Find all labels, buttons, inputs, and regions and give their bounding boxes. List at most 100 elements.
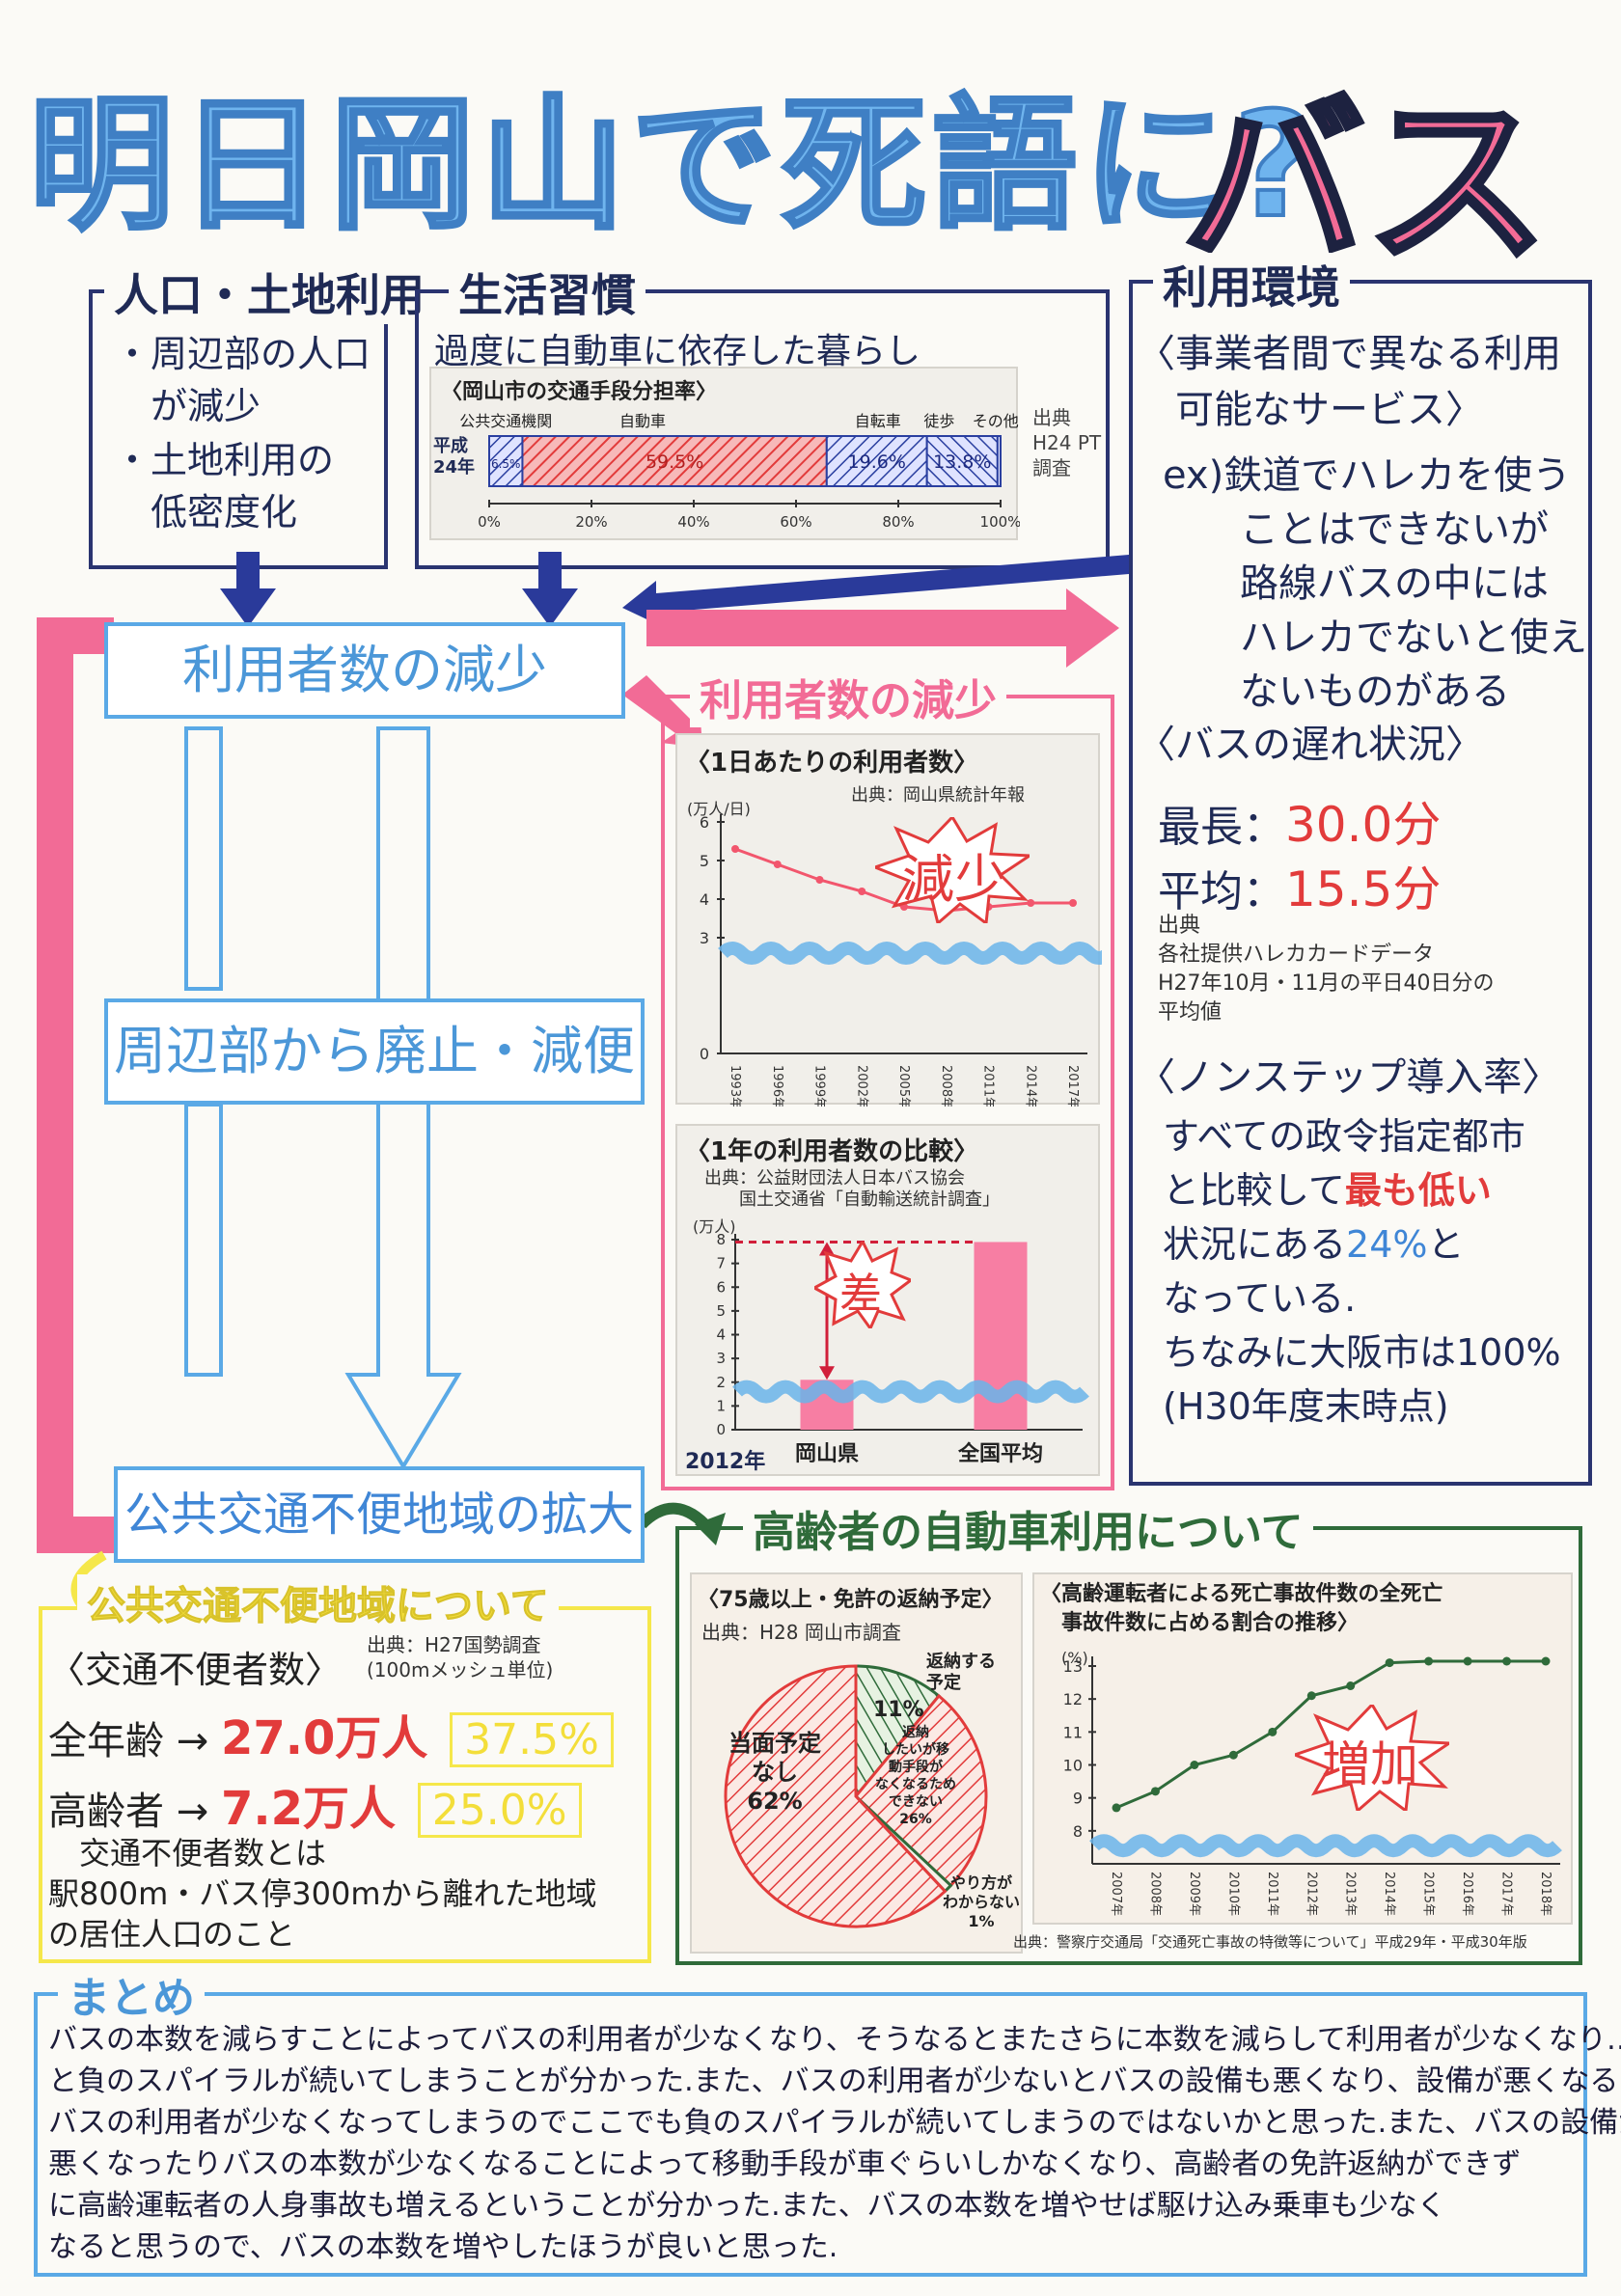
fatal-accident-point: [1346, 1681, 1356, 1690]
fatal-accident-point: [1502, 1656, 1512, 1666]
modal-share-tick-label: 80%: [882, 513, 914, 531]
environment-panel: [1129, 280, 1592, 1486]
annual-ridership-y-tick-label: 7: [716, 1255, 726, 1272]
nonstep-line-5: ちなみに大阪市は100%: [1163, 1331, 1561, 1374]
ridership-caption: 利用者数の減少: [690, 666, 1006, 727]
title-main: 明日岡山で死語に?: [27, 80, 1324, 252]
annual-ridership-unit: (万人): [693, 1217, 736, 1236]
daily-ridership-point: [1027, 899, 1035, 907]
fatal-accident-x-tick-label: 2009年: [1187, 1872, 1201, 1916]
annual-ridership-y-tick-label: 5: [716, 1302, 726, 1320]
daily-ridership-stamp: 減少: [870, 814, 1034, 926]
annual-ridership-y-tick-label: 2: [716, 1374, 726, 1391]
row-all-pct: 37.5%: [450, 1712, 614, 1767]
license-return-slice: [853, 1693, 988, 1888]
row-elderly-value: 7.2万人: [220, 1782, 396, 1836]
modal-share-tick-label: 60%: [780, 513, 811, 531]
fatal-accident-source: 出典：警察庁交通局「交通死亡事故の特徴等について」平成29年・平成30年版: [1013, 1933, 1527, 1951]
annual-ridership-category-label: 岡山県: [795, 1442, 859, 1466]
modal-share-chart-panel: 〈岡山市の交通手段分担率〉 0%20%40%60%80%100% 6.5%59.…: [429, 367, 1020, 540]
daily-ridership-y-tick-label: 6: [700, 813, 709, 832]
nonstep-line-1: すべての政令指定都市: [1163, 1115, 1525, 1158]
daily-ridership-point: [815, 876, 824, 884]
inconvenient-definition: 交通不便者数とは 駅800m・バス停300mから離れた地域 の居住人口のこと: [48, 1835, 597, 1953]
daily-ridership-y-tick-label: 0: [700, 1045, 709, 1063]
fatal-accident-x-tick-label: 2018年: [1538, 1872, 1552, 1916]
modal-share-tick-label: 20%: [575, 513, 607, 531]
summary-line-6: なると思うので、バスの本数を増やしたほうが良いと思った.: [48, 2230, 838, 2264]
modal-share-segment: [925, 435, 999, 487]
license-return-pie: [724, 1664, 988, 1928]
delay-longest: 最長：30.0分: [1158, 786, 1441, 856]
annual-ridership-chart: (万人)012345678岡山県全国平均: [693, 1217, 1089, 1466]
annual-ridership-y-tick-label: 1: [716, 1397, 726, 1414]
nonstep-line-6: (H30年度末時点): [1163, 1385, 1449, 1428]
inconvenient-heading: 〈交通不便者数〉: [48, 1649, 343, 1691]
daily-ridership-x-tick-label: 2005年: [896, 1065, 911, 1107]
arrow-population-down: [220, 552, 276, 627]
summary-line-1: バスの本数を減らすことによってバスの利用者が少なくなり、そうなるとまたさらに本数…: [48, 2023, 1621, 2057]
annual-ridership-y-tick-label: 6: [716, 1278, 726, 1296]
pie-label-unknown: やり方が わからない 1%: [943, 1873, 1021, 1930]
daily-ridership-x-tick-label: 2011年: [981, 1065, 996, 1107]
burst-icon: [1290, 1702, 1454, 1814]
hollow-arrow-left: [184, 726, 223, 1377]
fatal-accident-point: [1385, 1658, 1394, 1668]
delay-longest-value: 30.0分: [1285, 797, 1442, 853]
delay-average-value: 15.5分: [1285, 861, 1442, 917]
row-all-value: 27.0万人: [220, 1711, 428, 1765]
fatal-accident-point: [1424, 1656, 1434, 1666]
fatal-accident-point: [1463, 1656, 1472, 1666]
daily-ridership-x-tick-label: 2017年: [1065, 1065, 1080, 1107]
modal-share-value-label: 19.6%: [848, 451, 906, 473]
fatal-accident-x-tick-label: 2008年: [1147, 1872, 1162, 1916]
summary-line-3: バスの利用者が少なくなってしまうのでここでも負のスパイラルが続いてしまうのではな…: [48, 2106, 1621, 2140]
modal-share-segment-label: 公共交通機関: [459, 412, 552, 430]
license-return-source: 出典：H28 岡山市調査: [701, 1621, 901, 1644]
fatal-accident-x-tick-label: 2010年: [1225, 1872, 1240, 1916]
fatal-accident-wave: [1089, 1834, 1562, 1858]
daily-ridership-y-tick-label: 5: [700, 852, 709, 870]
modal-share-segment-label: 自転車: [855, 412, 901, 430]
daily-ridership-point: [858, 888, 866, 895]
burst-icon: [870, 814, 1034, 926]
daily-ridership-y-tick-label: 3: [700, 929, 709, 947]
modal-share-title: 〈岡山市の交通手段分担率〉: [441, 380, 718, 404]
daily-ridership-point: [1069, 899, 1077, 907]
lifestyle-caption: 生活習慣: [449, 260, 646, 324]
summary-line-4: 悪くなったりバスの本数が少なくなることによって移動手段が車ぐらいしかなくなり、高…: [48, 2147, 1522, 2181]
summary-panel: [34, 1992, 1587, 2277]
nonstep-rate: 24%: [1346, 1223, 1428, 1266]
daily-ridership-x-tick-label: 2014年: [1023, 1065, 1037, 1107]
page-title: 明日岡山で死語に? バス: [27, 39, 1611, 292]
annual-ridership-arrow-head: [819, 1366, 835, 1380]
fatal-accident-y-tick-label: 12: [1063, 1690, 1083, 1708]
fatal-accident-y-tick-label: 8: [1073, 1822, 1083, 1841]
pie-label-plan: 返納する 予定: [926, 1652, 996, 1693]
pie-label-none: 当面予定 なし 62%: [728, 1730, 821, 1815]
arrow-pink-right: [646, 588, 1119, 668]
license-return-slice: [854, 1664, 942, 1801]
daily-ridership-x-tick-label: 2002年: [854, 1065, 868, 1107]
nonstep-line-3: 状況にある24%と: [1163, 1217, 1561, 1271]
fatal-accident-point: [1306, 1691, 1316, 1701]
daily-ridership-x-tick-label: 1993年: [728, 1065, 742, 1107]
fatal-accident-x-tick-label: 2013年: [1343, 1872, 1358, 1916]
modal-share-segment: [521, 435, 828, 487]
delay-heading: 〈バスの遅れ状況〉: [1137, 723, 1484, 767]
fatal-accident-x-tick-label: 2015年: [1421, 1872, 1436, 1916]
modal-share-chart: 0%20%40%60%80%100% 6.5%59.5%19.6%13.8%公共…: [459, 412, 1020, 531]
flow-arrows: [37, 552, 1129, 1615]
nonstep-heading: 〈ノンステップ導入率〉: [1137, 1055, 1561, 1100]
daily-ridership-x-tick-label: 2008年: [939, 1065, 953, 1107]
fatal-accident-point: [1541, 1656, 1551, 1666]
inconvenient-caption: 公共交通不便地域について: [77, 1574, 559, 1630]
fatal-accident-x-tick-label: 2012年: [1304, 1872, 1318, 1916]
environment-example: ex)鉄道でハレカを使う ことはできないが 路線バスの中には ハレカでないと使え…: [1163, 453, 1587, 714]
annual-ridership-y-tick-label: 0: [716, 1421, 726, 1438]
fatal-accident-stamp: 増加: [1290, 1702, 1454, 1814]
flow-box-inconvenient-expansion: 公共交通不便地域の拡大: [114, 1466, 645, 1563]
